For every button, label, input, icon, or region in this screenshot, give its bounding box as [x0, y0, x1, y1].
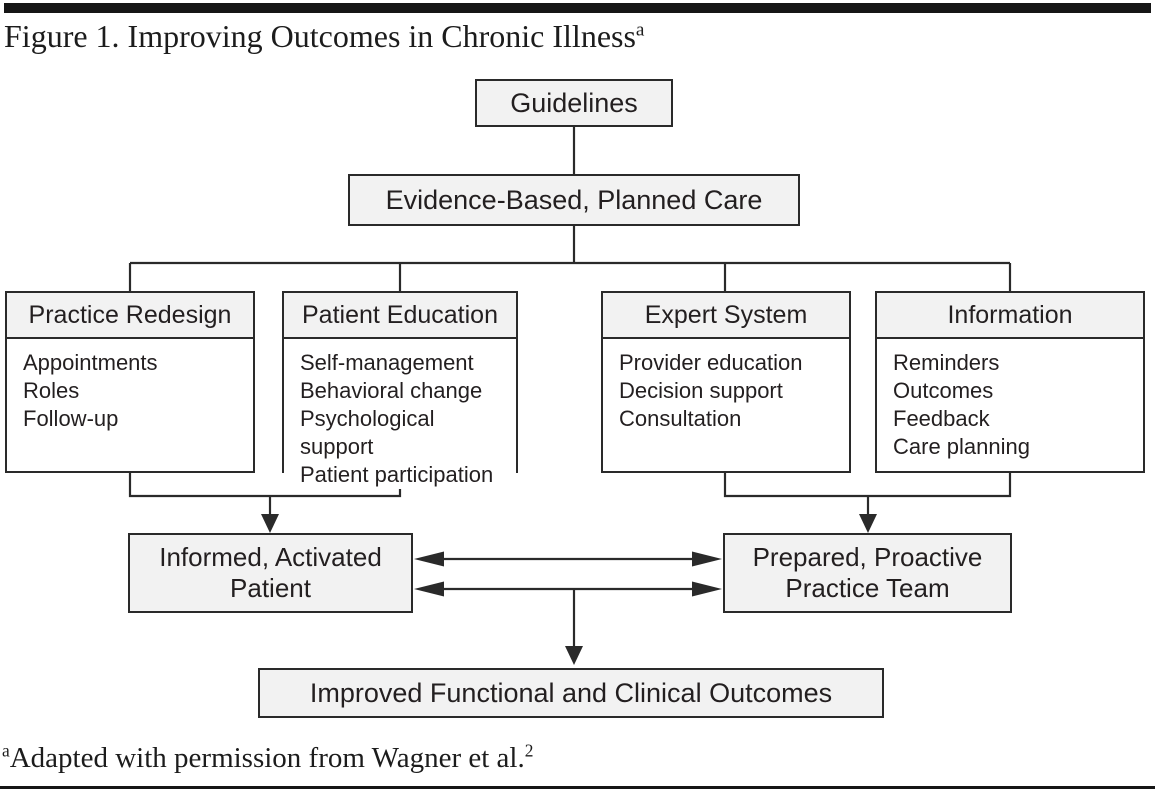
- list-item: Provider education: [619, 350, 803, 375]
- node-informed-activated-patient: Informed, Activated Patient: [128, 533, 413, 613]
- list-item: Self-management: [300, 350, 474, 375]
- node-practice-redesign-title: Practice Redesign: [7, 293, 253, 339]
- node-information: Information Reminders Outcomes Feedback …: [875, 291, 1145, 473]
- list-item: Feedback: [893, 406, 990, 431]
- list-item: Consultation: [619, 406, 742, 431]
- bottom-rule: [0, 786, 1155, 789]
- footnote-marker: a: [2, 740, 10, 761]
- node-practice-redesign-title-text: Practice Redesign: [28, 300, 232, 329]
- node-evidence-label: Evidence-Based, Planned Care: [385, 184, 763, 215]
- arrow-left-bracket-head: [261, 514, 279, 533]
- node-expert-system: Expert System Provider education Decisio…: [601, 291, 851, 473]
- node-evidence-based-planned-care: Evidence-Based, Planned Care: [348, 174, 800, 226]
- double-arrow-bottom-head-left: [414, 581, 444, 597]
- node-guidelines: Guidelines: [475, 79, 673, 127]
- node-improved-outcomes: Improved Functional and Clinical Outcome…: [258, 668, 884, 718]
- figure-title: Figure 1. Improving Outcomes in Chronic …: [4, 18, 1104, 55]
- node-improved-outcomes-label: Improved Functional and Clinical Outcome…: [309, 677, 833, 708]
- node-patient-education: Patient Education Self-management Behavi…: [282, 291, 518, 489]
- node-information-title-text: Information: [947, 300, 1073, 329]
- footnote-reference: 2: [524, 740, 534, 761]
- figure-title-superscript: a: [635, 19, 645, 41]
- list-item: Follow-up: [23, 406, 119, 431]
- double-arrow-bottom-head-right: [692, 581, 722, 597]
- list-item: Appointments: [23, 350, 158, 375]
- figure-title-text: Figure 1. Improving Outcomes in Chronic …: [4, 18, 636, 54]
- double-arrow-top-head-left: [414, 551, 444, 567]
- node-expert-system-items: Provider education Decision support Cons…: [603, 339, 849, 471]
- top-rule: [4, 3, 1151, 13]
- node-guidelines-label: Guidelines: [510, 87, 638, 118]
- arrow-right-bracket-head: [859, 514, 877, 533]
- list-item: Reminders: [893, 350, 1000, 375]
- double-arrow-top-head-right: [692, 551, 722, 567]
- node-informed-patient-label: Informed, Activated Patient: [159, 542, 382, 603]
- list-item: Psychological support: [300, 406, 435, 459]
- node-patient-education-title-text: Patient Education: [302, 300, 498, 329]
- node-information-title: Information: [877, 293, 1143, 339]
- figure-footnote: aAdapted with permission from Wagner et …: [2, 742, 1102, 775]
- node-practice-redesign: Practice Redesign Appointments Roles Fol…: [5, 291, 255, 473]
- node-patient-education-title: Patient Education: [284, 293, 516, 339]
- list-item: Patient participation: [300, 462, 494, 487]
- list-item: Decision support: [619, 378, 783, 403]
- list-item: Behavioral change: [300, 378, 483, 403]
- node-practice-team-label: Prepared, Proactive Practice Team: [752, 542, 983, 603]
- node-practice-redesign-items: Appointments Roles Follow-up: [7, 339, 253, 471]
- node-expert-system-title-text: Expert System: [644, 300, 808, 329]
- bracket-right: [723, 473, 1012, 498]
- list-item: Outcomes: [893, 378, 994, 403]
- node-information-items: Reminders Outcomes Feedback Care plannin…: [877, 339, 1143, 471]
- footnote-text: Adapted with permission from Wagner et a…: [9, 742, 525, 774]
- node-prepared-practice-team: Prepared, Proactive Practice Team: [723, 533, 1012, 613]
- arrow-outcomes-head: [565, 646, 583, 665]
- node-expert-system-title: Expert System: [603, 293, 849, 339]
- node-patient-education-items: Self-management Behavioral change Psycho…: [284, 339, 516, 489]
- list-item: Care planning: [893, 434, 1030, 459]
- list-item: Roles: [23, 378, 80, 403]
